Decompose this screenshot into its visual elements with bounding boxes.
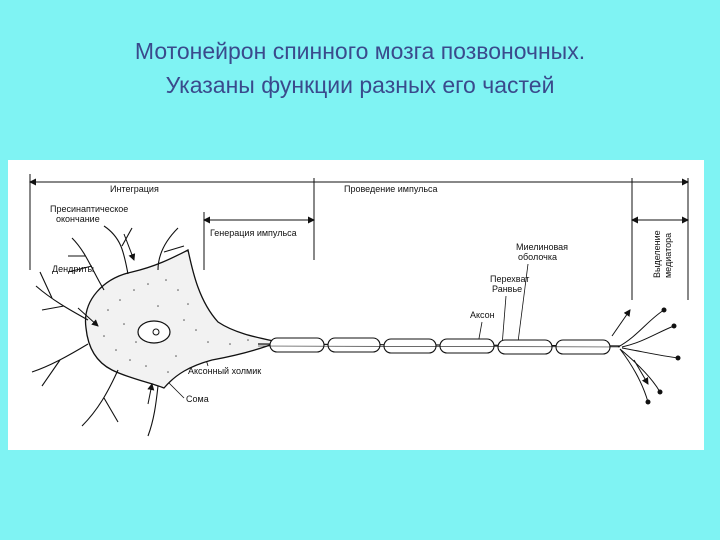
label-ranvier-2: Ранвье [492,284,522,294]
label-axon: Аксон [470,310,495,320]
terminal-branch-2 [622,326,674,347]
terminal-branch-5 [620,349,648,402]
myelin-segment-4 [440,339,494,353]
label-presynaptic-2: окончание [56,214,100,224]
dendrite-top [104,226,132,274]
label-impulse-conduction: Проведение импульса [344,184,438,194]
myelin-segment-3 [384,339,436,353]
leader-ranvier [502,296,506,346]
myelin-segment-1 [270,338,324,352]
presynaptic-arrow-1 [124,234,134,260]
axon [258,338,620,354]
terminal-branch-3 [622,348,678,358]
label-axon-hillock: Аксонный холмик [188,366,261,376]
dendrite-left [36,272,88,320]
nucleus [138,321,170,343]
label-presynaptic-1: Пресинаптическое [50,204,128,214]
axon-terminals [618,310,678,402]
label-dendrites: Дендриты [52,264,94,274]
release-arrow-1 [612,310,630,336]
dendrite-lower-left [32,344,88,386]
label-impulse-generation: Генерация импульса [210,228,297,238]
label-myelin-2: оболочка [518,252,557,262]
title-line-1: Мотонейрон спинного мозга позвоночных. [40,34,680,68]
label-mediator-release-1: Выделение [652,230,662,278]
title-line-2: Указаны функции разных его частей [40,68,680,102]
neuron-svg: Интеграция Проведение импульса Генерация… [8,160,704,450]
label-ranvier-1: Перехват [490,274,529,284]
terminal-branch-1 [618,310,664,347]
label-integration: Интеграция [110,184,159,194]
label-soma: Сома [186,394,209,404]
dendrite-bottom-right [148,386,158,436]
neuron-diagram: Интеграция Проведение импульса Генерация… [8,160,704,450]
release-arrow-2 [634,360,648,384]
presynaptic-arrow-3 [148,384,152,404]
label-mediator-release-2: медиатора [663,233,673,278]
label-myelin-1: Миелиновая [516,242,568,252]
myelin-segment-2 [328,338,380,352]
slide-title: Мотонейрон спинного мозга позвоночных. У… [40,34,680,102]
dendrite-bottom [82,370,118,426]
